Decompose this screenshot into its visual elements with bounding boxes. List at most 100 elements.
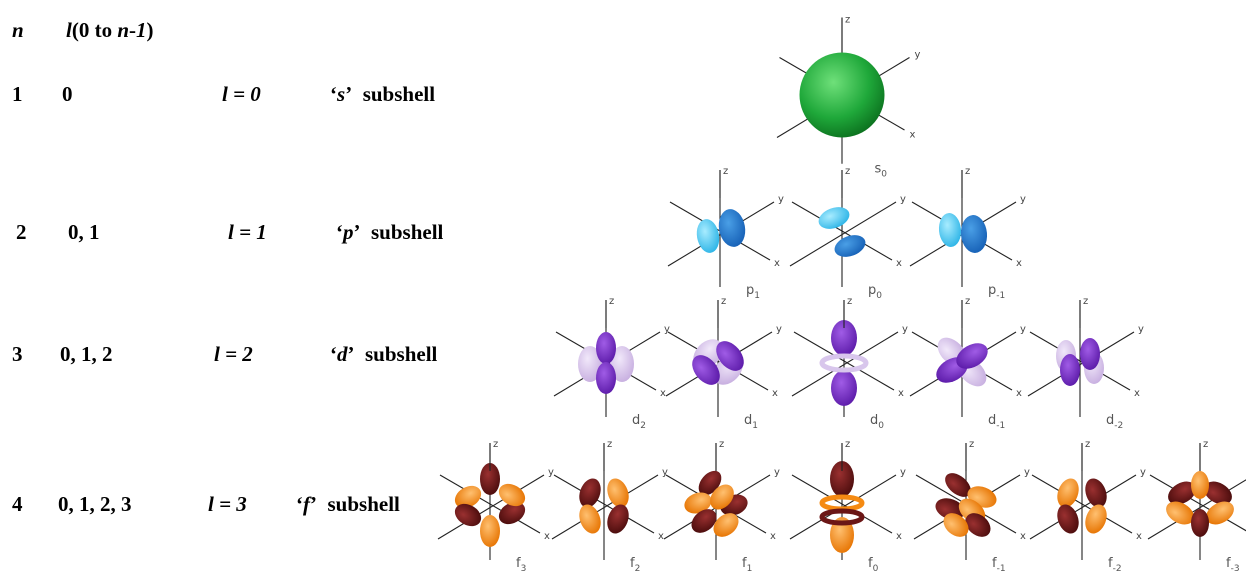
x-axis-label: x bbox=[898, 388, 904, 399]
x-axis bbox=[439, 474, 541, 534]
row-1-l-equation: l = 0 bbox=[222, 82, 261, 106]
d-lobe-dark bbox=[1080, 338, 1100, 370]
row-2-letter: p bbox=[343, 220, 354, 244]
f-lobe-orange bbox=[480, 515, 500, 547]
y-axis bbox=[1147, 479, 1246, 540]
z-axis-label: z bbox=[1085, 439, 1090, 450]
z-axis-label: z bbox=[609, 296, 614, 307]
f-lobe-orange bbox=[1085, 504, 1107, 534]
f-lobe-dark bbox=[1191, 509, 1209, 537]
orbital-label-p--1: p-1 bbox=[988, 283, 1005, 301]
header-minus: - bbox=[129, 18, 137, 42]
d-lobe-dark bbox=[831, 370, 857, 406]
s-orbital-sphere bbox=[799, 52, 885, 138]
orbital-label-p-0: p0 bbox=[868, 283, 882, 301]
x-axis-label: x bbox=[772, 388, 778, 399]
y-axis bbox=[551, 474, 659, 540]
f-lobe-orange bbox=[943, 513, 969, 537]
f-lobe-dark bbox=[1168, 481, 1196, 505]
orbital-label-f--3: f-3 bbox=[1226, 556, 1240, 574]
x-axis-label: x bbox=[774, 258, 780, 269]
x-axis bbox=[1031, 474, 1133, 534]
p-lobe-dark bbox=[960, 215, 988, 253]
y-axis bbox=[437, 474, 545, 540]
z-axis-label: z bbox=[721, 296, 726, 307]
x-axis-label: x bbox=[660, 388, 666, 399]
f-lobe-dark bbox=[965, 513, 991, 537]
f-lobe-orange bbox=[1191, 471, 1209, 499]
orbital-label-d--2: d-2 bbox=[1106, 413, 1123, 431]
x-axis-label: x bbox=[896, 531, 902, 542]
f-lobe-dark bbox=[1204, 481, 1232, 505]
row-1-letter: s bbox=[337, 82, 346, 106]
row-3-l-equation: l = 2 bbox=[214, 342, 253, 366]
x-axis-label: x bbox=[1016, 258, 1022, 269]
orbital-label-p-1: p1 bbox=[746, 283, 760, 301]
x-axis-label: x bbox=[1136, 531, 1142, 542]
orbital-label-d-1: d1 bbox=[744, 413, 758, 431]
row-1-n: 1 bbox=[12, 82, 23, 106]
f-lobe-dark bbox=[607, 504, 629, 534]
y-axis-label: y bbox=[900, 194, 906, 205]
d-lobe-dark bbox=[596, 362, 616, 394]
row-3-l-values: 0, 1, 2 bbox=[60, 342, 113, 366]
f-lobe-dark bbox=[1085, 478, 1107, 508]
f-lobe-orange bbox=[1206, 501, 1234, 525]
orbital-label-f-1: f1 bbox=[742, 556, 752, 574]
f-lobe-dark bbox=[579, 478, 601, 508]
row-1-word: subshell bbox=[362, 82, 436, 106]
f-lobe-orange bbox=[713, 513, 739, 537]
orbital-label-f-2: f2 bbox=[630, 556, 640, 574]
row-2-n: 2 bbox=[16, 220, 27, 244]
row-2-word: subshell bbox=[371, 220, 444, 244]
row-3-subshell: ‘d’ subshell bbox=[330, 342, 438, 366]
d-lobe-light bbox=[578, 346, 602, 382]
f-lobe-orange bbox=[684, 492, 712, 514]
p-lobe-light bbox=[696, 219, 720, 253]
z-axis-label: z bbox=[493, 439, 498, 450]
p-lobe-dark bbox=[834, 235, 866, 257]
orbital-label-s-0: s0 bbox=[875, 162, 888, 180]
orbital-label-d-0: d0 bbox=[870, 413, 884, 431]
z-axis-label: z bbox=[1203, 439, 1208, 450]
row-2-subshell: ‘p’ subshell bbox=[336, 220, 444, 244]
x-axis-label: x bbox=[544, 531, 550, 542]
row-3-n: 3 bbox=[12, 342, 23, 366]
x-axis-label: x bbox=[658, 531, 664, 542]
d-lobe-light bbox=[610, 346, 634, 382]
z-axis-label: z bbox=[1083, 296, 1088, 307]
y-axis bbox=[1029, 474, 1137, 540]
y-axis-label: y bbox=[548, 467, 554, 478]
f-lobe-dark bbox=[945, 473, 971, 497]
x-axis bbox=[667, 331, 769, 391]
orbital-label-f--1: f-1 bbox=[992, 556, 1006, 574]
x-axis-label: x bbox=[1016, 388, 1022, 399]
y-axis-label: y bbox=[1020, 194, 1026, 205]
row-3-word: subshell bbox=[365, 342, 438, 366]
header-l-range: l(0 to n-1) bbox=[66, 20, 154, 41]
row-2-l-values: 0, 1 bbox=[68, 220, 100, 244]
f-lobe-dark bbox=[498, 501, 526, 525]
f-lobe-orange bbox=[454, 485, 482, 509]
z-axis-label: z bbox=[719, 439, 724, 450]
y-axis-label: y bbox=[778, 194, 784, 205]
y-axis-label: y bbox=[902, 324, 908, 335]
x-axis bbox=[791, 201, 893, 261]
x-axis bbox=[1149, 474, 1246, 532]
header-l-range-close: ) bbox=[146, 18, 154, 42]
d-lobe-dark bbox=[716, 341, 744, 371]
